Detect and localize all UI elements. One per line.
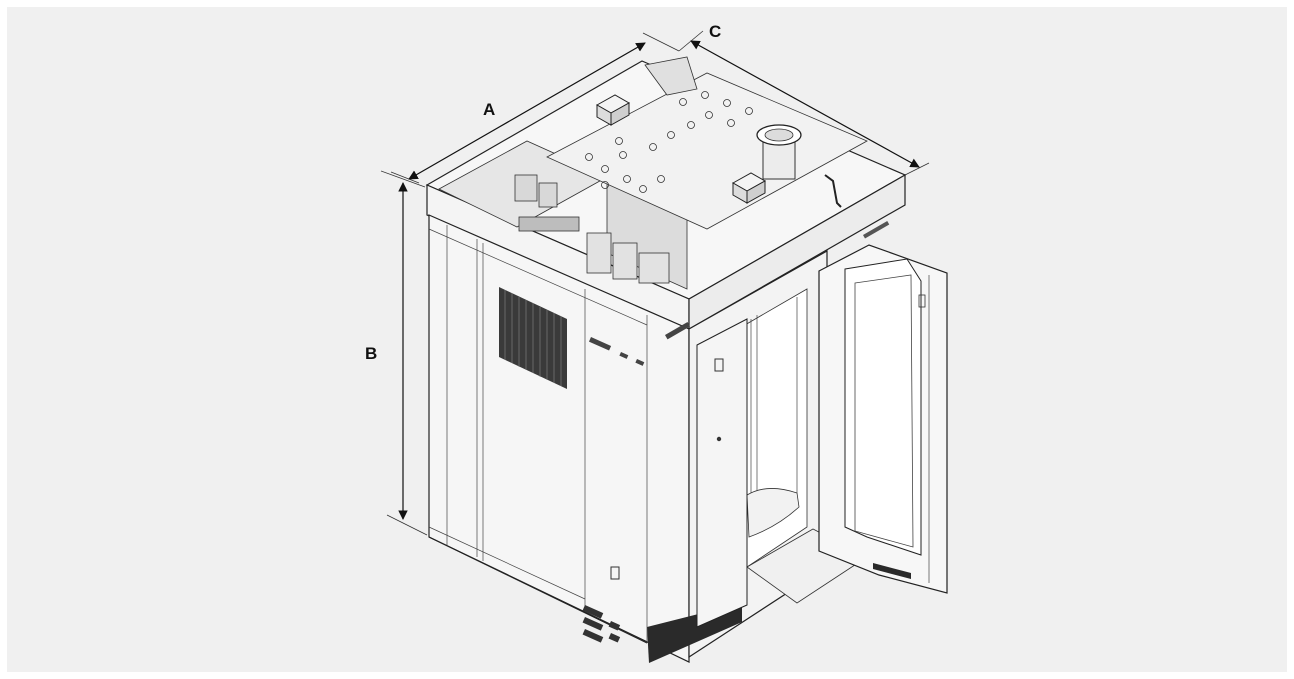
dimension-width: A — [390, 32, 680, 184]
width-label: A — [483, 100, 495, 119]
depth-label: C — [709, 22, 721, 41]
oven-left-side — [428, 214, 690, 663]
side-switch — [610, 566, 620, 580]
brand-mark-left — [665, 321, 691, 340]
oven-isometric-diagram: A C B — [365, 22, 948, 663]
diagram-frame: A C B — [7, 7, 1287, 672]
open-door[interactable] — [818, 244, 948, 594]
dimension-depth: C — [678, 22, 930, 176]
flue-chimney — [756, 124, 802, 180]
brand-mark-right — [863, 221, 890, 239]
oven-door-assembly — [696, 244, 948, 628]
junction-box-right — [731, 172, 767, 204]
top-rim-right — [688, 173, 906, 331]
side-panels — [428, 225, 648, 643]
control-indicator — [714, 358, 724, 372]
dimension-height: B — [365, 170, 428, 536]
height-label: B — [365, 344, 377, 363]
